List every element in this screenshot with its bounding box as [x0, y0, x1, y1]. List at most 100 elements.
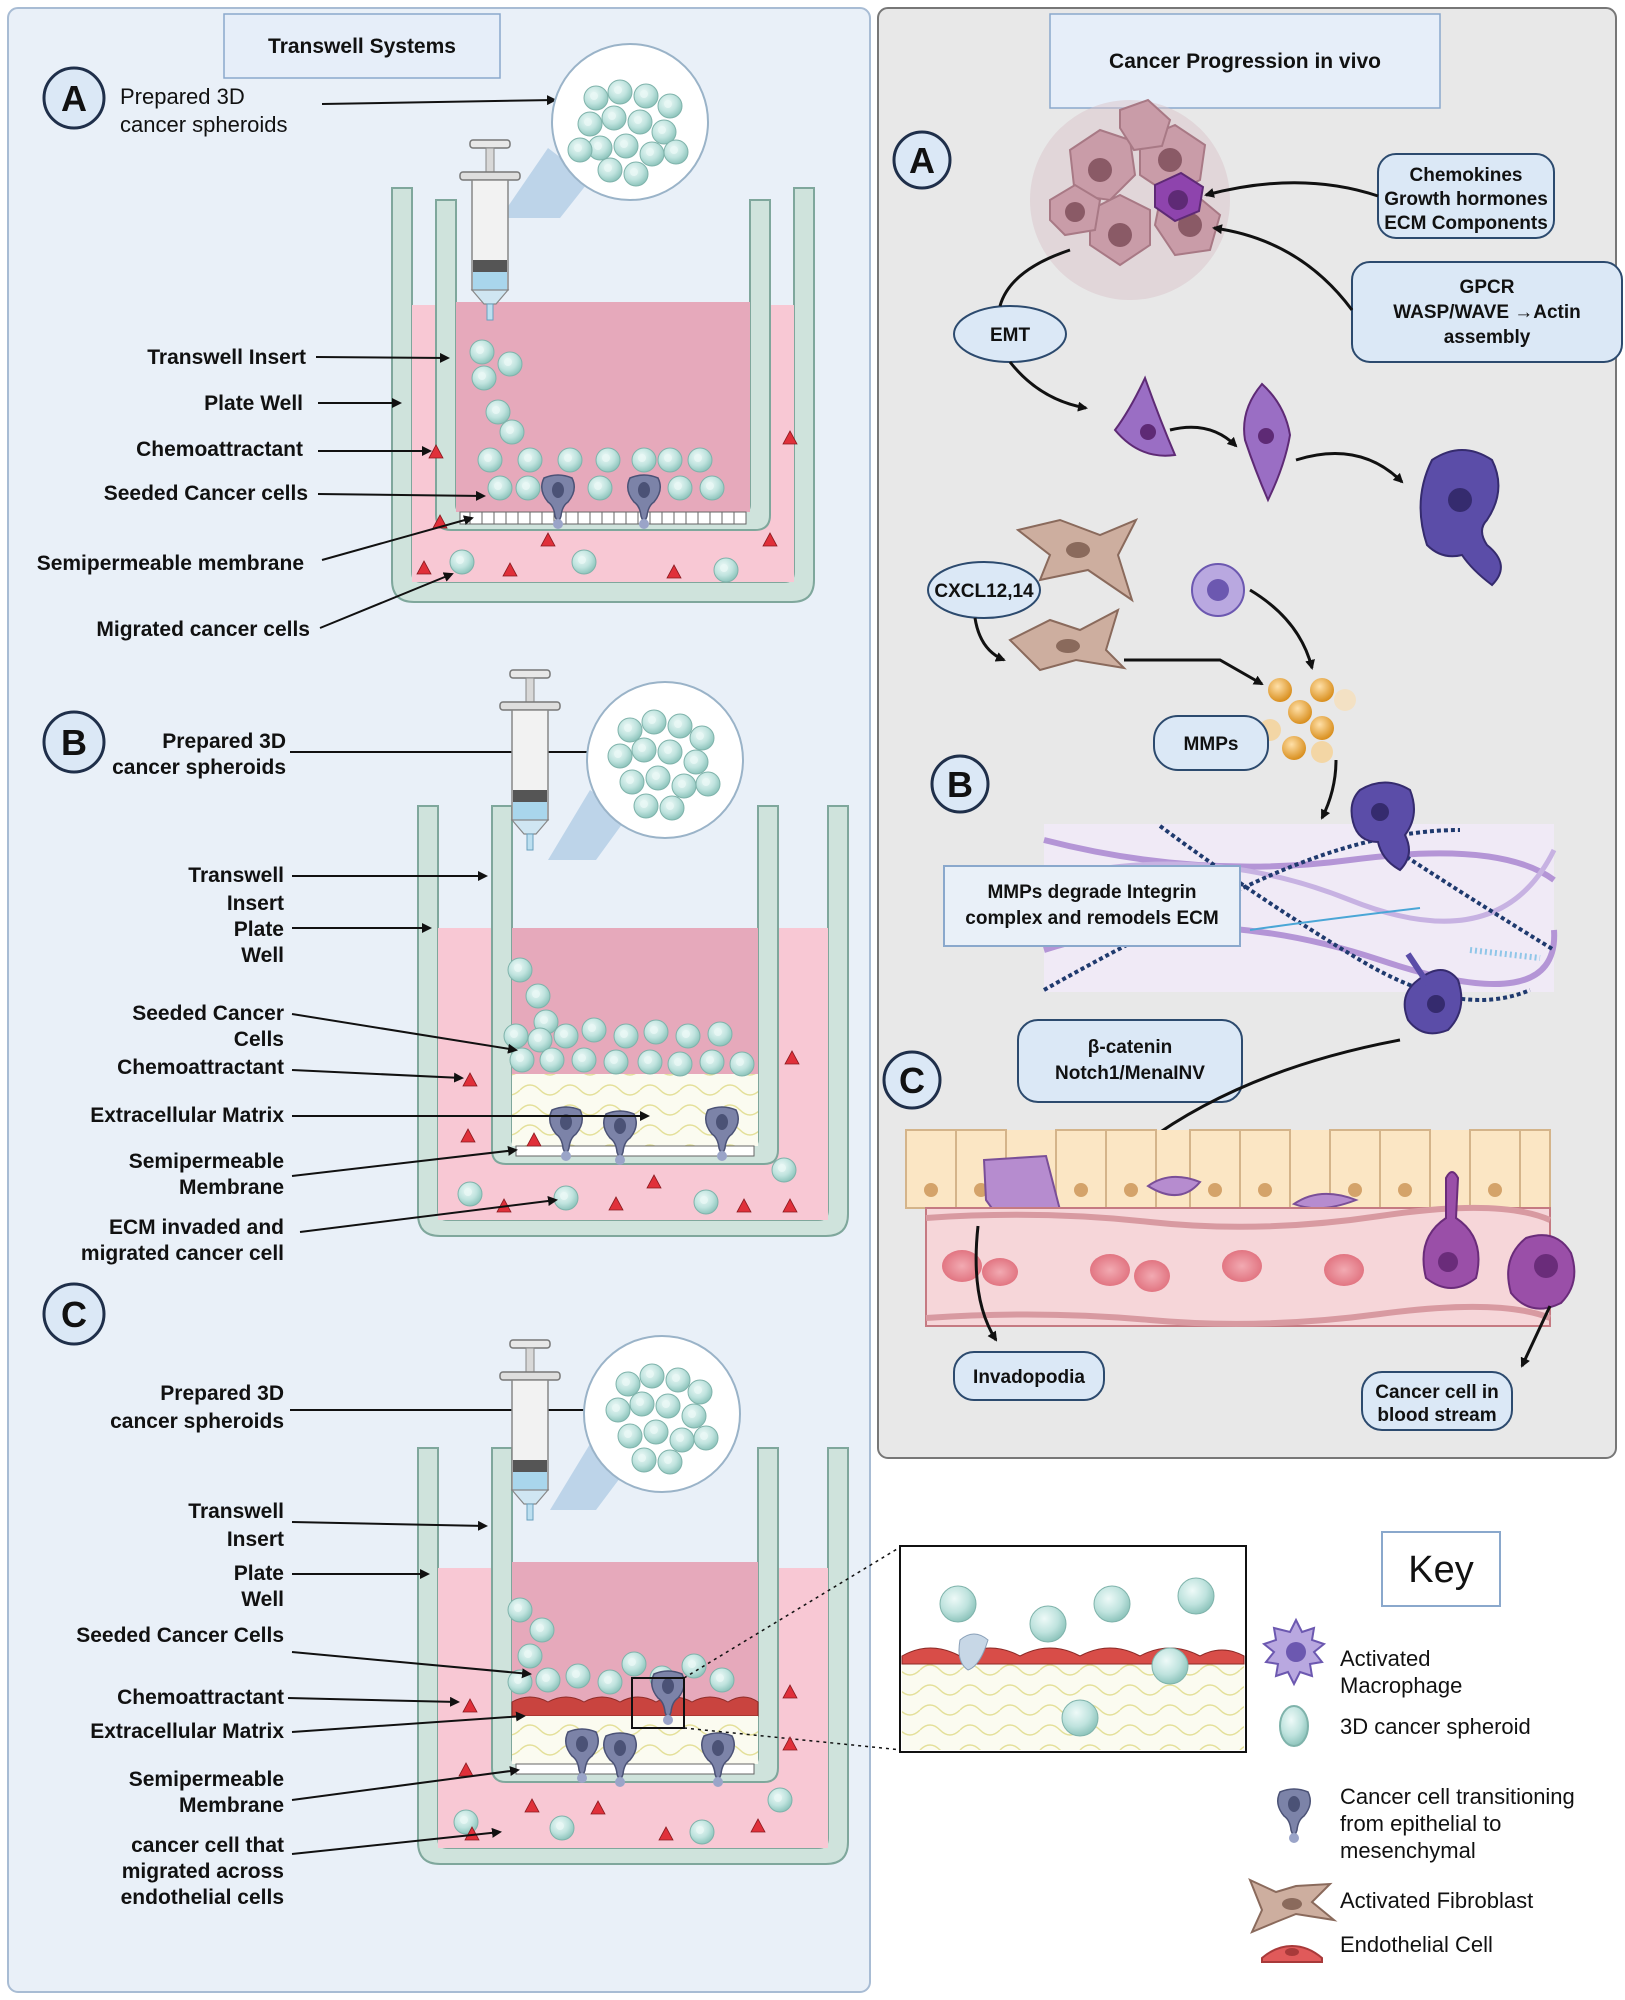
a-migrated-label: Migrated cancer cells [96, 618, 310, 641]
mmps-pill [1153, 715, 1269, 771]
intravasating-cells [1422, 1171, 1576, 1310]
mmp-degrade-label-2: complex and remodels ECM [965, 908, 1218, 929]
tumor-mass [1030, 98, 1230, 300]
key-item-3-label-2: from epithelial to [1340, 1811, 1501, 1836]
bcatenin-box [1017, 1019, 1243, 1103]
a-insert-label: Transwell Insert [147, 346, 306, 369]
mmp-particles [1259, 678, 1356, 763]
section-c-letter: C [61, 1294, 87, 1335]
right-section-c-badge [882, 1050, 942, 1110]
activated-fibroblasts [1008, 518, 1139, 672]
right-section-c-letter: C [899, 1060, 925, 1101]
section-b: B Prepared 3D cancer spheroids [42, 669, 849, 1265]
invadopodia-pill [953, 1351, 1105, 1401]
key-legend: Key Activated Macrophage 3D cancer spher… [1248, 1531, 1575, 1963]
bcatenin-label-2: Notch1/MenaINV [1055, 1063, 1205, 1084]
right-section-a-letter: A [909, 140, 935, 181]
left-panel-title-box [223, 13, 501, 79]
chemokines-label-3: ECM Components [1384, 213, 1548, 234]
section-b-badge [42, 710, 106, 774]
a-well-label: Plate Well [204, 392, 303, 415]
b-spheroids-label-1: Prepared 3D [162, 730, 286, 753]
a-chemo-label: Chemoattractant [136, 438, 303, 461]
emt-label: EMT [990, 325, 1031, 346]
left-panel-title: Transwell Systems [268, 35, 456, 58]
b-well-label-2: Well [241, 944, 284, 967]
right-panel-title: Cancer Progression in vivo [1109, 50, 1381, 73]
section-a: A Prepared 3D cancer spheroids [37, 43, 815, 641]
gpcr-label-3: assembly [1444, 327, 1531, 348]
b-invaded-label-1: ECM invaded and [109, 1216, 284, 1239]
key-item-5-label-1: Endothelial Cell [1340, 1932, 1493, 1957]
spheroid-cell-icon [1279, 1705, 1309, 1747]
gpcr-label-2: WASP/WAVE →Actin [1393, 302, 1581, 323]
cxcl-label: CXCL12,14 [934, 581, 1034, 602]
a-membrane [459, 511, 747, 525]
key-item-1-label-2: Macrophage [1340, 1673, 1462, 1698]
b-well-label-1: Plate [234, 918, 284, 941]
bcatenin-label-1: β-catenin [1088, 1037, 1172, 1058]
activated-macrophage-icon [1261, 1617, 1327, 1687]
b-membrane-label-2: Membrane [179, 1176, 284, 1199]
cxcl-pill [927, 561, 1041, 619]
c-insert-label-1: Transwell [188, 1500, 284, 1523]
right-section-b-letter: B [947, 764, 973, 805]
right-panel-title-box [1049, 13, 1441, 109]
key-item-3-label-3: mesenchymal [1340, 1838, 1476, 1863]
c-across-label-1: cancer cell that [131, 1834, 284, 1857]
activated-macrophage [1191, 563, 1245, 617]
a-spheroids-label-1: Prepared 3D [120, 84, 245, 109]
section-c: C Prepared 3D cancer spheroids [42, 1282, 903, 1909]
key-title-box [1381, 1531, 1501, 1607]
endothelial-cell-icon [1261, 1944, 1323, 1963]
a-membrane-label: Semipermeable membrane [37, 552, 304, 575]
key-item-3-label-1: Cancer cell transitioning [1340, 1784, 1575, 1809]
c-endothelial-layer [511, 1696, 759, 1717]
b-ecm-label: Extracellular Matrix [90, 1104, 284, 1127]
c-well-label-1: Plate [234, 1562, 284, 1585]
bloodstream-label-1: Cancer cell in [1375, 1382, 1499, 1403]
chemokines-label-2: Growth hormones [1384, 189, 1548, 210]
emt-cell-icon [1277, 1788, 1311, 1844]
right-section-b-badge [930, 754, 990, 814]
chemokines-label-1: Chemokines [1410, 165, 1523, 186]
c-well-label-2: Well [241, 1588, 284, 1611]
b-spheroids-label-2: cancer spheroids [112, 756, 286, 779]
a-seeded-label: Seeded Cancer cells [104, 482, 308, 505]
b-insert-label-2: Insert [227, 892, 284, 915]
key-item-1-label-1: Activated [1340, 1646, 1431, 1671]
key-title: Key [1408, 1549, 1473, 1591]
bloodstream-pill [1361, 1371, 1513, 1431]
gpcr-box [1351, 261, 1623, 363]
mmp-degrade-box [943, 865, 1241, 947]
section-b-letter: B [61, 722, 87, 763]
b-membrane-label-1: Semipermeable [129, 1150, 284, 1173]
c-across-label-2: migrated across [122, 1860, 284, 1883]
fibroblast-icon [1248, 1878, 1338, 1934]
c-spheroids-label-1: Prepared 3D [160, 1382, 284, 1405]
mmp-degrade-label-1: MMPs degrade Integrin [987, 882, 1196, 903]
zoom-inset [899, 1545, 1247, 1753]
mmps-label: MMPs [1184, 734, 1239, 755]
b-seeded-label-2: Cells [234, 1028, 284, 1051]
c-membrane-label-2: Membrane [179, 1794, 284, 1817]
gpcr-label-1: GPCR [1460, 277, 1515, 298]
b-invaded-label-2: migrated cancer cell [81, 1242, 284, 1265]
c-across-label-3: endothelial cells [121, 1886, 284, 1909]
c-zoom-region [631, 1677, 685, 1729]
c-ecm-label: Extracellular Matrix [90, 1720, 284, 1743]
key-item-2-label-1: 3D cancer spheroid [1340, 1714, 1531, 1739]
a-spheroids-label-2: cancer spheroids [120, 112, 288, 137]
section-a-badge [42, 66, 106, 130]
b-chemo-label: Chemoattractant [117, 1056, 284, 1079]
c-membrane-label-1: Semipermeable [129, 1768, 284, 1791]
b-seeded-label-1: Seeded Cancer [132, 1002, 284, 1025]
c-seeded-label: Seeded Cancer Cells [76, 1624, 284, 1647]
c-chemo-label: Chemoattractant [117, 1686, 284, 1709]
emt-transition-cells [1113, 375, 1502, 587]
section-a-letter: A [61, 78, 87, 119]
invadopodia-label: Invadopodia [973, 1367, 1085, 1388]
section-c-badge [42, 1282, 106, 1346]
key-item-4-label-1: Activated Fibroblast [1340, 1888, 1533, 1913]
